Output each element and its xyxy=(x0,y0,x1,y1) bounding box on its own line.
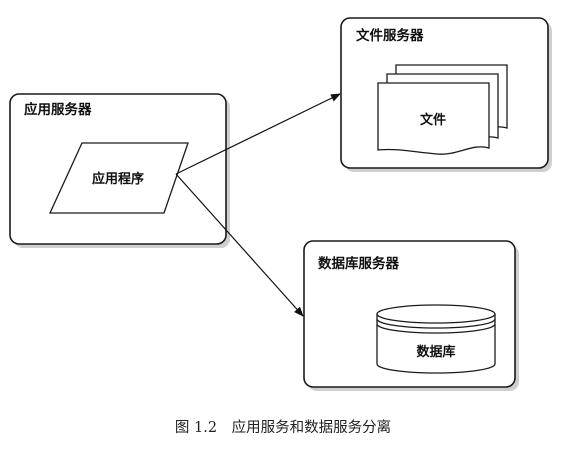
edge-app-to-file xyxy=(175,93,341,175)
edge-app-to-database xyxy=(175,173,304,317)
figure-caption: 图 1.2 应用服务和数据服务分离 xyxy=(175,418,391,436)
application-label: 应用程序 xyxy=(92,171,144,187)
database-server-title: 数据库服务器 xyxy=(318,255,399,272)
file-label: 文件 xyxy=(420,112,446,128)
document-stack-icon xyxy=(377,64,508,155)
app-server-node: 应用服务器 应用程序 xyxy=(9,93,230,248)
file-server-title: 文件服务器 xyxy=(356,27,424,44)
database-label: 数据库 xyxy=(416,344,455,360)
app-server-title: 应用服务器 xyxy=(24,101,92,118)
application-parallelogram xyxy=(48,142,189,214)
file-server-node: 文件服务器 文件 xyxy=(340,17,552,172)
database-server-node: 数据库服务器 数据库 xyxy=(303,240,519,391)
database-cylinder-icon xyxy=(376,304,496,374)
